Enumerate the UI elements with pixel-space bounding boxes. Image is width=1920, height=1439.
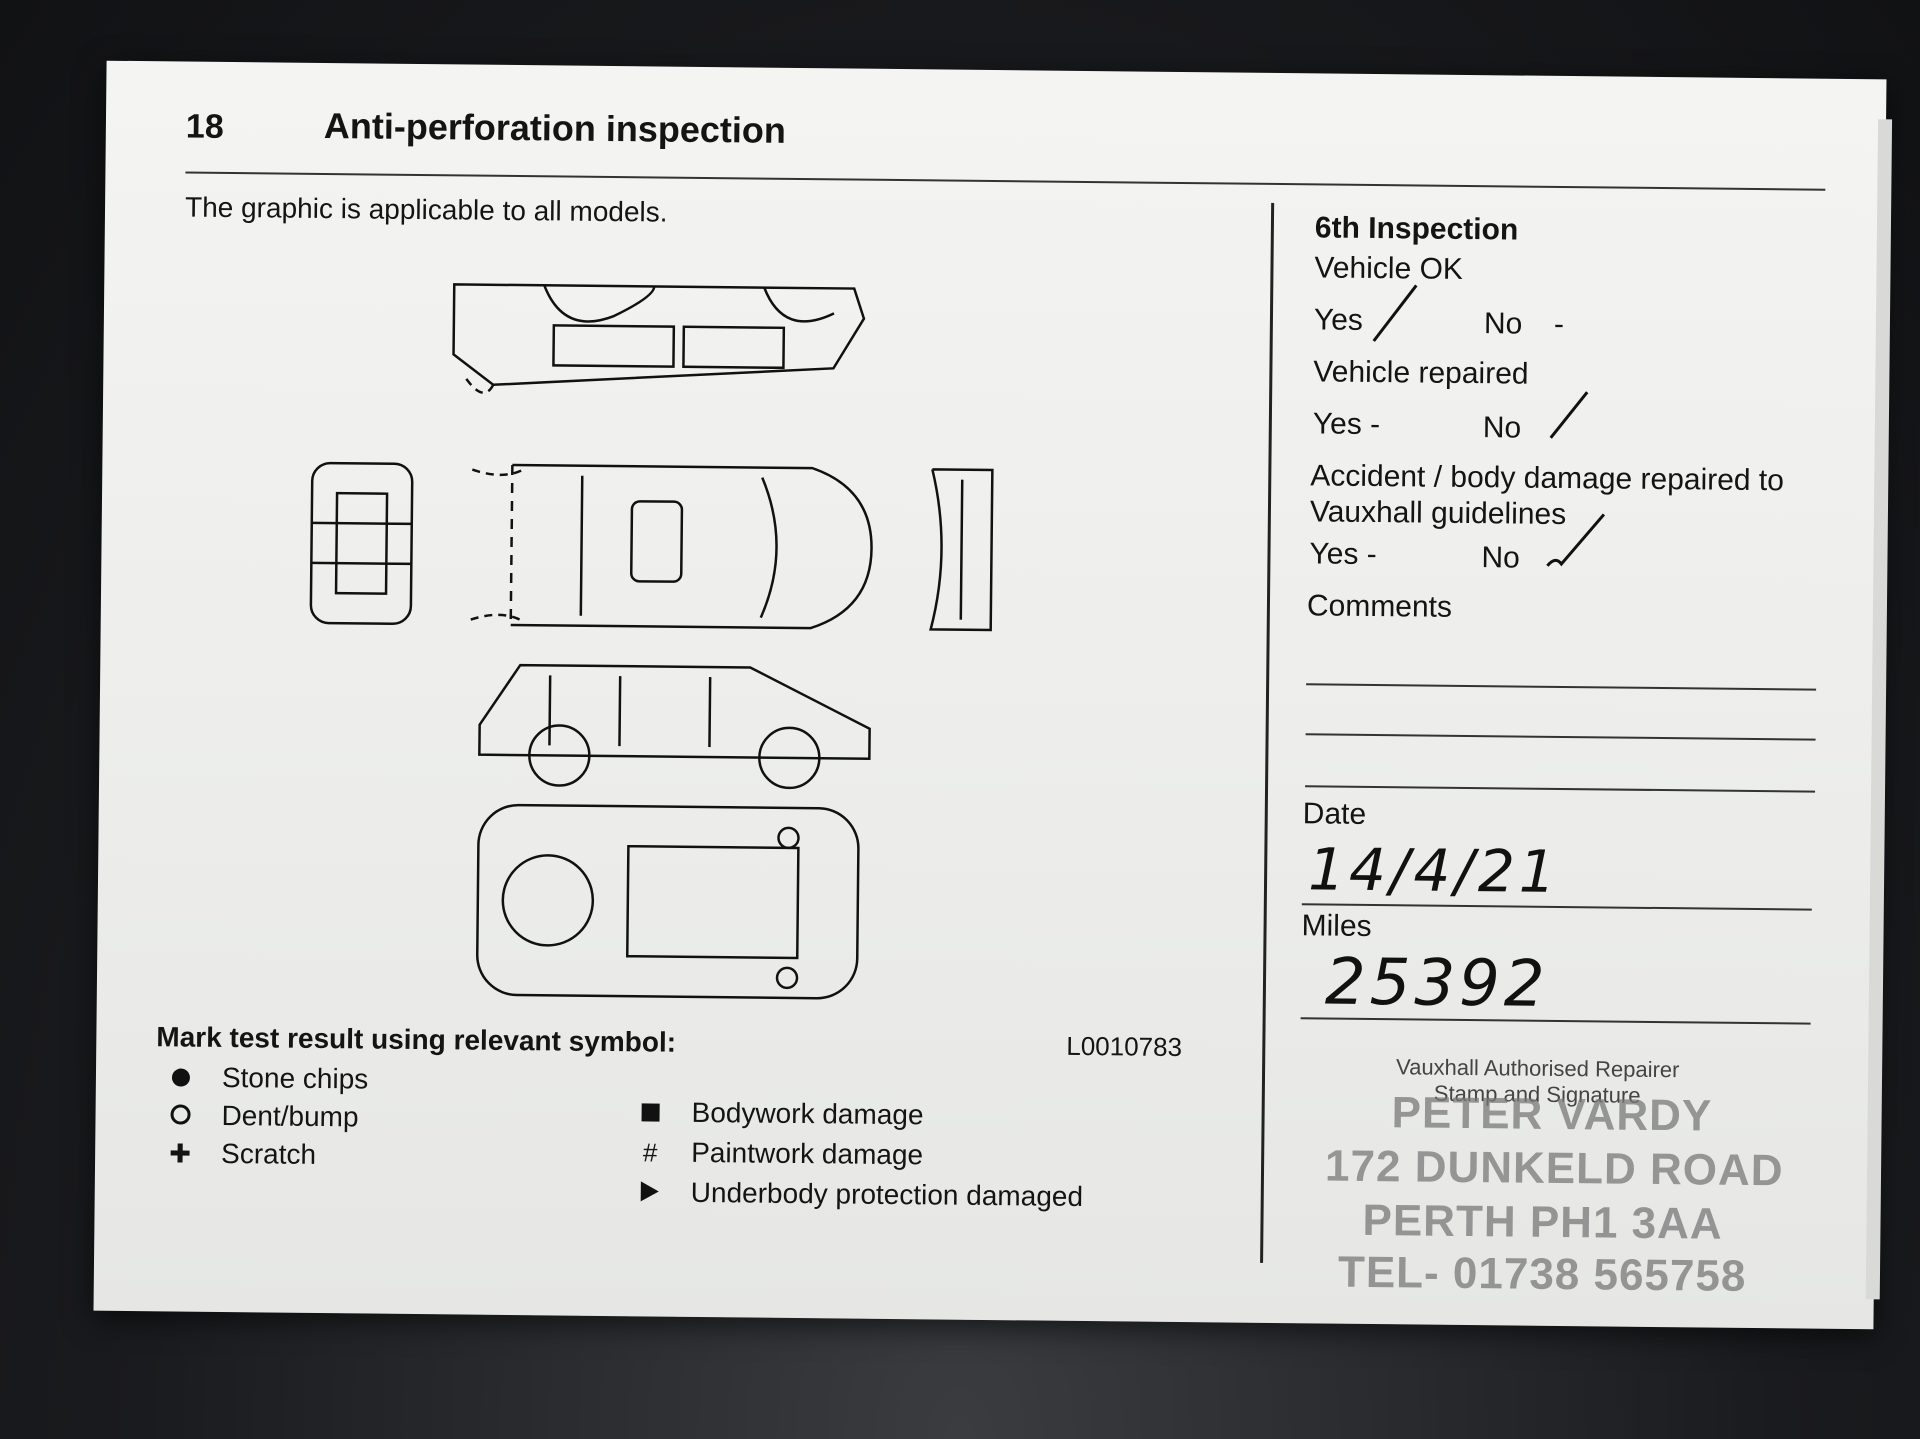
car-front-view <box>309 461 414 625</box>
diagram-code: L0010783 <box>1066 1030 1183 1063</box>
vehicle-repaired-yes: Yes - <box>1312 407 1381 442</box>
car-rear-view <box>929 468 994 632</box>
header-rule <box>185 171 1826 191</box>
miles-value: 25392 <box>1324 945 1549 1022</box>
filled-circle-icon <box>166 1062 196 1093</box>
legend-item-dent: Dent/bump <box>165 1099 359 1133</box>
page-title: Anti-perforation inspection <box>323 104 787 151</box>
hash-icon: # <box>642 1136 658 1168</box>
legend-label: Underbody protection damaged <box>690 1176 1084 1213</box>
legend-item-stone-chips: Stone chips <box>166 1061 369 1095</box>
legend-item-paintwork: # Paintwork damage <box>635 1136 923 1171</box>
legend-label: Dent/bump <box>221 1099 359 1133</box>
legend-item-scratch: ✚ Scratch <box>165 1137 316 1171</box>
legend-label: Paintwork damage <box>691 1136 924 1171</box>
vehicle-ok-no-mark: - <box>1553 307 1565 341</box>
date-label: Date <box>1302 797 1367 831</box>
stamp-line-3: PERTH PH1 3AA <box>1362 1195 1723 1249</box>
vehicle-repaired-no: No <box>1482 411 1522 445</box>
comment-line-3 <box>1305 785 1816 793</box>
comment-line-1 <box>1306 683 1817 691</box>
vehicle-repaired-label: Vehicle repaired <box>1313 355 1529 391</box>
stamp-line-4: TEL- 01738 565758 <box>1337 1247 1747 1301</box>
tick-vehicle-repaired-no <box>1549 391 1589 439</box>
legend-label: Bodywork damage <box>691 1096 924 1131</box>
vehicle-ok-yes: Yes <box>1313 303 1364 337</box>
tick-vehicle-ok-yes <box>1372 284 1418 342</box>
service-book-page: 18 Anti-perforation inspection The graph… <box>93 60 1893 1330</box>
legend-item-bodywork: Bodywork damage <box>635 1096 924 1131</box>
plus-icon: ✚ <box>169 1137 192 1169</box>
legend-item-underbody: Underbody protection damaged <box>635 1176 1084 1213</box>
filled-square-icon <box>635 1097 665 1128</box>
stamp-line-2: 172 DUNKELD ROAD <box>1324 1141 1784 1196</box>
open-circle-icon <box>165 1100 195 1131</box>
inspection-title: 6th Inspection <box>1314 211 1519 247</box>
tick-accident-no <box>1546 513 1606 567</box>
page-number: 18 <box>185 107 224 146</box>
car-top-view <box>470 463 873 630</box>
comments-label: Comments <box>1306 589 1453 624</box>
miles-line <box>1300 1017 1811 1025</box>
accident-no: No <box>1481 541 1520 575</box>
car-side-view <box>478 663 871 790</box>
car-diagrams <box>309 283 994 1000</box>
column-divider <box>1260 202 1275 1263</box>
car-upper-view <box>452 283 866 394</box>
date-value: 14/4/21 <box>1307 835 1561 906</box>
legend-label: Stone chips <box>221 1061 369 1095</box>
comment-line-2 <box>1305 733 1816 741</box>
triangle-icon <box>635 1177 665 1208</box>
miles-label: Miles <box>1301 909 1372 944</box>
intro-text: The graphic is applicable to all models. <box>184 191 668 228</box>
stamp-line-1: PETER VARDY <box>1391 1088 1713 1141</box>
vehicle-ok-no: No <box>1483 307 1523 341</box>
accident-yes: Yes - <box>1309 537 1377 572</box>
accident-label-line1: Accident / body damage repaired to <box>1310 459 1785 498</box>
stamp-caption-1: Vauxhall Authorised Repairer <box>1395 1054 1680 1083</box>
car-underbody-view <box>476 803 860 1000</box>
legend-label: Scratch <box>220 1137 317 1170</box>
accident-label-line2: Vauxhall guidelines <box>1309 495 1567 532</box>
legend-title: Mark test result using relevant symbol: <box>156 1021 677 1058</box>
